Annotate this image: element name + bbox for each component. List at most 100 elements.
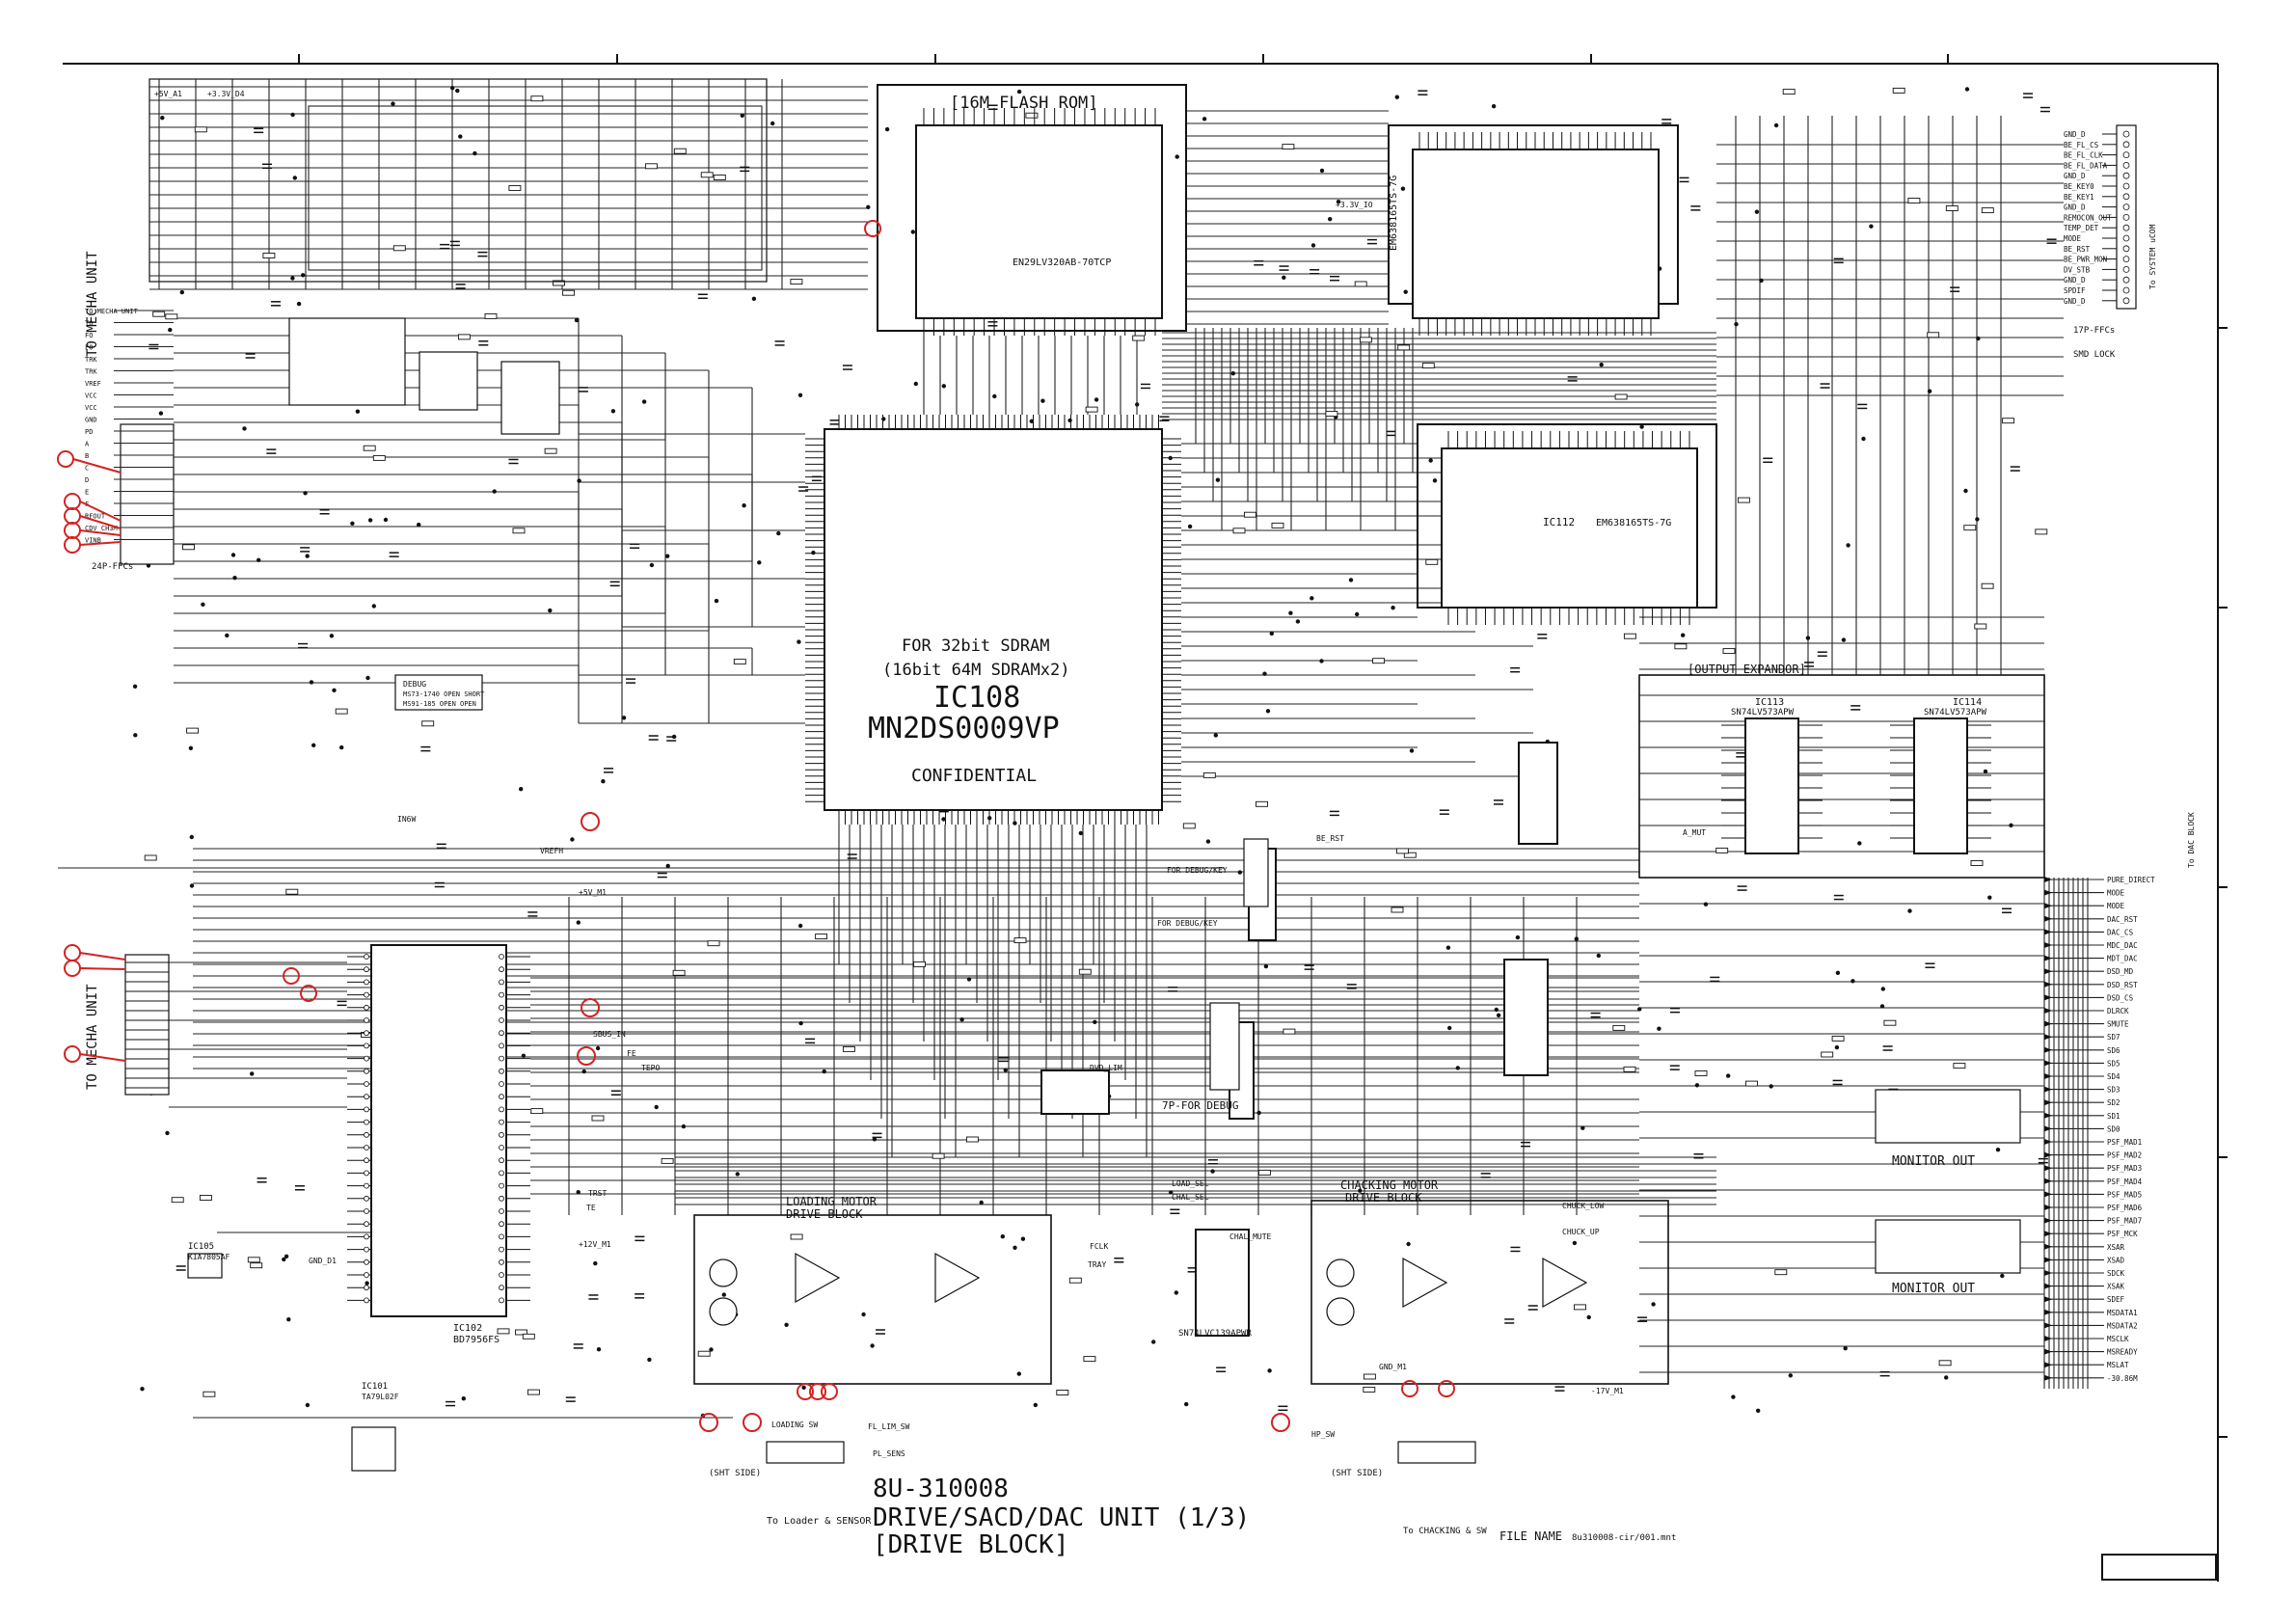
sdram-1-part: EM638165TS-7G (1389, 176, 1399, 251)
dac-signal-labels: PURE_DIRECTMODEMODEDAC_RSTDAC_CSMDC_DACM… (2044, 812, 2196, 1383)
driver-ic-ic102: IC102 BD7956FS (347, 944, 530, 1345)
right-connector-pin: BE_RST (2064, 245, 2091, 254)
left-pin-label: D (85, 476, 89, 484)
debug-connector: 7P-FOR DEBUG FOR DEBUG/KEY DEBUG MS73-17… (394, 674, 1269, 1112)
dac-signal-label: DLRCK (2107, 1007, 2129, 1015)
sdram-2-part: EM638165TS-7G (1596, 518, 1671, 528)
right-connector-pin: GND_D (2064, 203, 2086, 212)
dac-signal-label: XSAR (2107, 1243, 2125, 1252)
net-label: CHAL_SEL (1172, 1193, 1209, 1202)
right-connector-pin: BE_FL_CS (2064, 141, 2099, 149)
net-label: FCLK (1090, 1242, 1108, 1251)
dac-signal-label: SDEF (2107, 1295, 2125, 1304)
ic105-ref: IC105 (188, 1242, 214, 1252)
dac-signal-label: SD4 (2107, 1072, 2120, 1081)
dac-signal-label: MSLAT (2107, 1361, 2129, 1369)
to-loader-label: To Loader & SENSOR (767, 1516, 872, 1527)
main-ic-part: MN2DS0009VP (868, 712, 1060, 745)
cn-24p-label: 24P-FFCs (92, 562, 133, 572)
net-label: +12V_M1 (579, 1240, 611, 1249)
dac-signal-label: -30.86M (2107, 1374, 2138, 1383)
output-expander-title: [OUTPUT EXPANDOR] (1688, 663, 1806, 676)
small-logic-ics: SN74LVC139APWR (1040, 742, 1558, 1339)
left-connectors: TO MECHA UNITTOFOFOTRKTRKVREFVCCVCCGNDPD… (85, 251, 175, 1096)
mux-part: SN74LVC139APWR (1178, 1329, 1252, 1339)
debug-key-label: FOR DEBUG/KEY (1157, 919, 1218, 928)
left-pin-label: TRK (85, 368, 97, 376)
net-label: GND_D1 (309, 1257, 337, 1265)
net-label: TRST (588, 1189, 607, 1198)
left-pin-label: TO (85, 320, 93, 328)
net-label: CHUCK_LOW (1562, 1202, 1605, 1210)
dac-signal-label: XSAK (2107, 1283, 2125, 1291)
right-connector-pin: BE_PWR_MON (2064, 256, 2107, 264)
dac-signal-label: DSD_MD (2107, 967, 2134, 976)
left-pin-label: PD (85, 428, 93, 436)
left-pin-label: GND (85, 417, 97, 424)
expander-ic1-ref: IC113 (1755, 697, 1784, 708)
net-label: BE_RST (1316, 834, 1344, 843)
dac-signal-label: MDC_DAC (2107, 941, 2138, 950)
right-connector-pin: TEMP_DET (2064, 224, 2099, 232)
net-label: PL_SENS (873, 1449, 905, 1458)
right-connector-pin: REMOCON_OUT (2064, 213, 2112, 222)
driver-ref: IC102 (453, 1323, 482, 1334)
driver-part: BD7956FS (453, 1335, 500, 1345)
net-label: +3.3V_D4 (207, 90, 245, 98)
net-label: FOR DEBUG/KEY (1167, 866, 1228, 875)
front-end-transistor-area (149, 78, 768, 435)
to-system-ucom: To SYSTEM uCOM (2148, 224, 2157, 289)
dac-signal-label: DSD_CS (2107, 993, 2134, 1002)
dac-signal-label: SD7 (2107, 1033, 2120, 1042)
dac-signal-label: SD2 (2107, 1098, 2120, 1107)
net-label: TE (586, 1204, 596, 1212)
monitor-out-2: MONITOR OUT (1892, 1282, 1975, 1296)
dac-signal-label: MDT_DAC (2107, 955, 2138, 963)
flash-rom-block: [16M FLASH ROM] EN29LV320AB-70TCP (877, 84, 1187, 336)
net-label: A_MUT (1683, 828, 1706, 837)
dac-signal-label: MSCLK (2107, 1335, 2129, 1343)
dac-signal-label: PSF_MAD5 (2107, 1190, 2142, 1199)
cn-17p-label: 17P-FFCs (2073, 326, 2115, 336)
right-connector-pin: GND_D (2064, 297, 2086, 306)
file-name: 8u310008-cir/001.mnt (1572, 1533, 1676, 1543)
right-connector-pin: BE_FL_CLK (2064, 151, 2103, 160)
main-ic-ref: IC108 (933, 681, 1020, 715)
debug-table-row-1: MS73-1740 OPEN SHORT (403, 690, 485, 698)
regulator-area: IC105 KIA7805AF IC101 TA79L02F (187, 1242, 399, 1472)
dac-signal-label: PSF_MAD1 (2107, 1138, 2142, 1147)
dac-signal-label: XSAD (2107, 1256, 2125, 1264)
dac-signal-label: PSF_MAD2 (2107, 1151, 2142, 1160)
loading-motor-block: LOADING MOTOR DRIVE BLOCK (693, 1195, 1052, 1385)
left-pin-label: CDV_CH3M (85, 525, 118, 532)
dac-signal-label: SMUTE (2107, 1020, 2129, 1029)
main-ic-confidential: CONFIDENTIAL (911, 766, 1037, 786)
net-label: FE (627, 1049, 636, 1058)
right-connector-pin: DV_STB (2064, 265, 2091, 274)
dac-signal-label: MSDATA1 (2107, 1309, 2138, 1317)
chucking-motor-title-2: DRIVE BLOCK (1345, 1191, 1422, 1204)
left-pin-label: RFOUT (85, 513, 106, 521)
left-pin-label: TO MECHA UNIT (85, 308, 139, 315)
left-pin-label: TRK (85, 356, 97, 364)
ic101-ref: IC101 (362, 1382, 388, 1392)
main-ic-note-1: FOR 32bit SDRAM (902, 636, 1050, 656)
loading-motor-title-1: LOADING MOTOR (786, 1195, 878, 1208)
net-label: FL_LIM_SW (868, 1422, 910, 1431)
left-pin-label: VCC (85, 392, 97, 400)
right-connector-pin: BE_FL_DATA (2064, 161, 2108, 170)
dac-signal-label: DAC_CS (2107, 928, 2134, 936)
dac-signal-label: SD1 (2107, 1112, 2120, 1121)
dac-signal-label: SDCK (2107, 1269, 2125, 1278)
main-ic-ic108: FOR 32bit SDRAM (16bit 64M SDRAMx2) IC10… (805, 415, 1181, 825)
net-label: VREFH (540, 847, 563, 855)
dac-signal-label: PSF_MAD3 (2107, 1164, 2142, 1173)
left-pin-label: B (85, 452, 89, 460)
wire-network (58, 79, 2089, 1419)
left-pin-label: E (85, 489, 89, 497)
sht-side-1: (SHT SIDE) (709, 1469, 761, 1478)
dac-signal-label: PSF_MCK (2107, 1230, 2138, 1238)
sheet-frame (63, 54, 2228, 1582)
